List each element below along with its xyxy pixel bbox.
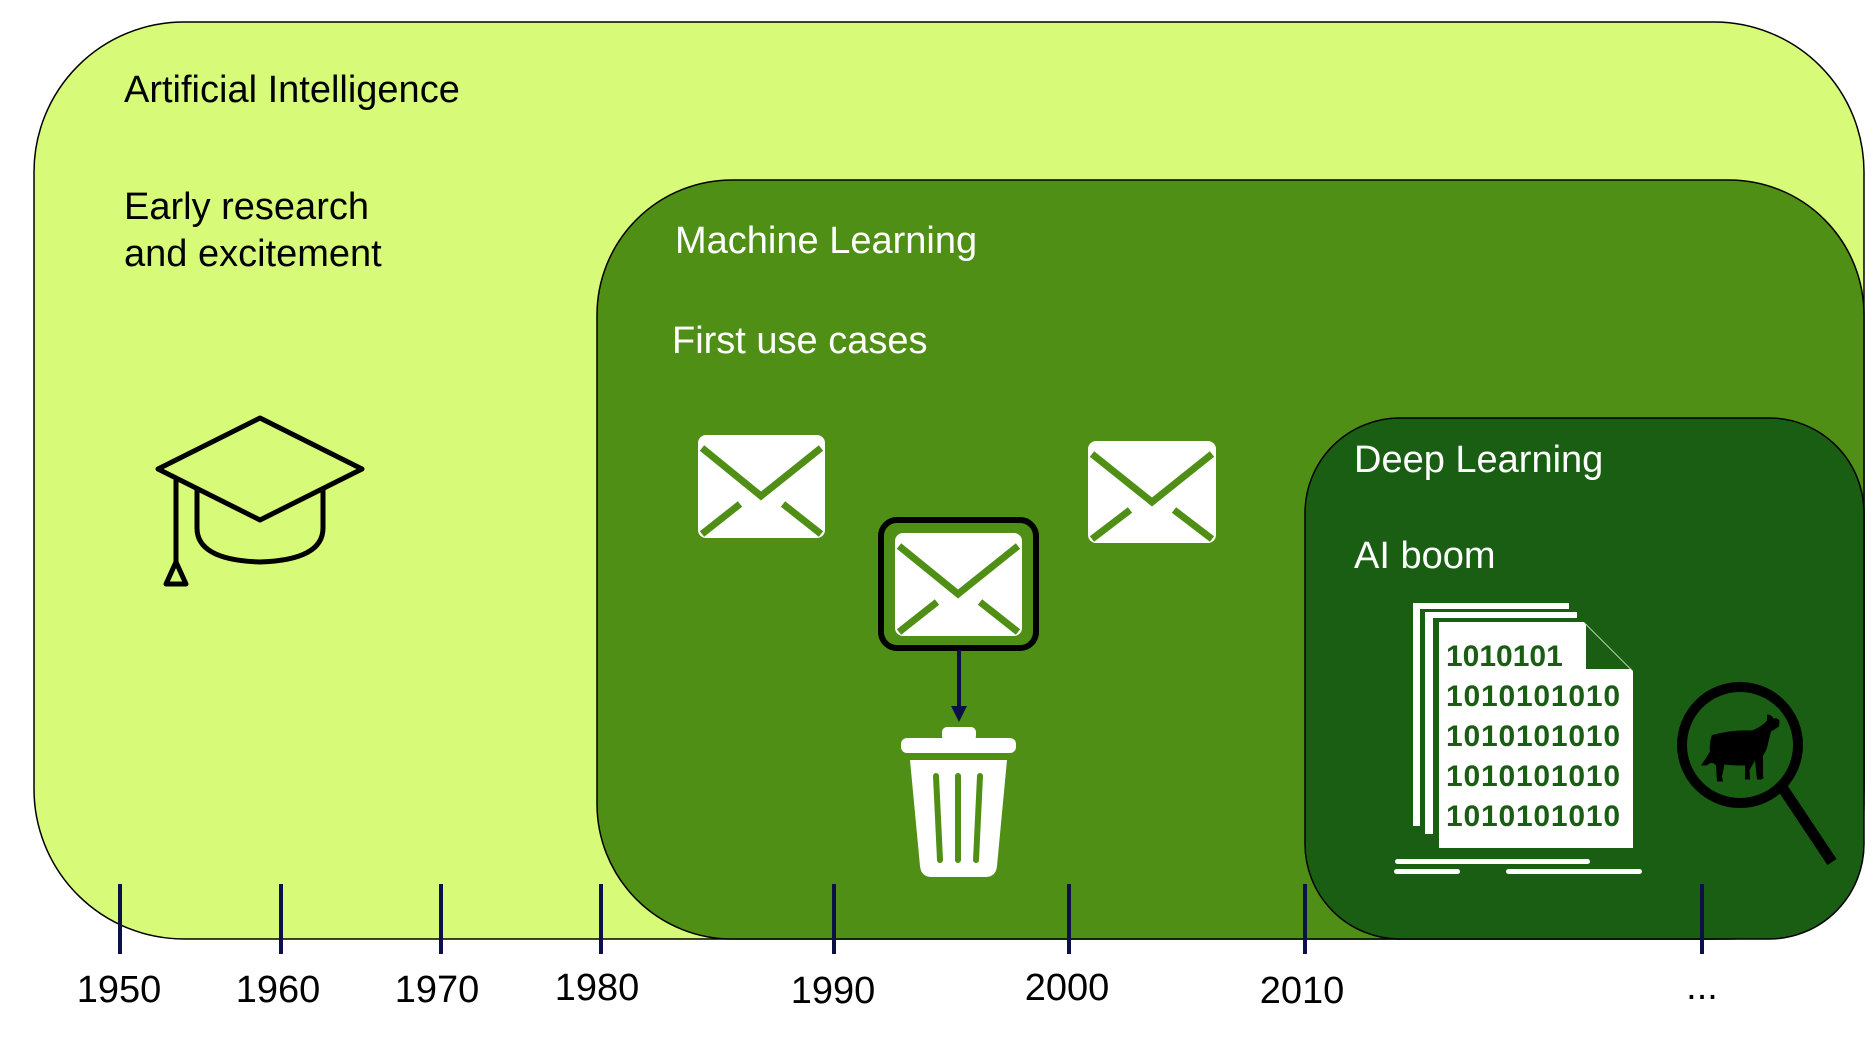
magnifier-icon bbox=[1677, 682, 1837, 866]
year-label: 2000 bbox=[1024, 967, 1110, 1009]
year-label: 1950 bbox=[76, 969, 162, 1011]
ai-title: Artificial Intelligence bbox=[124, 69, 460, 111]
year-label: 1960 bbox=[235, 969, 321, 1011]
ai-subtitle-1: Early research bbox=[124, 186, 369, 228]
trash-icon bbox=[901, 727, 1016, 877]
arrow-down-icon bbox=[951, 650, 967, 722]
binary-row: 1010101010 bbox=[1446, 800, 1621, 833]
binary-documents-icon bbox=[1394, 603, 1642, 874]
dl-title: Deep Learning bbox=[1354, 439, 1604, 481]
ml-title: Machine Learning bbox=[675, 220, 978, 262]
dl-subtitle: AI boom bbox=[1354, 535, 1496, 577]
year-label: ... bbox=[1686, 966, 1718, 1008]
envelope-icon bbox=[1088, 441, 1216, 543]
timeline bbox=[118, 884, 1704, 954]
ml-subtitle: First use cases bbox=[672, 320, 928, 362]
envelope-highlighted-icon bbox=[878, 517, 1039, 651]
year-label: 1990 bbox=[790, 970, 876, 1012]
ai-subtitle-2: and excitement bbox=[124, 233, 382, 275]
binary-row: 1010101010 bbox=[1446, 760, 1621, 793]
graduation-cap-icon bbox=[155, 415, 365, 587]
envelope-icon bbox=[698, 435, 825, 538]
binary-row: 1010101 bbox=[1446, 640, 1563, 673]
binary-row: 1010101010 bbox=[1446, 680, 1621, 713]
year-label: 2010 bbox=[1259, 970, 1345, 1012]
binary-row: 1010101010 bbox=[1446, 720, 1621, 753]
year-label: 1980 bbox=[554, 967, 640, 1009]
year-label: 1970 bbox=[394, 969, 480, 1011]
dog-icon bbox=[1701, 714, 1780, 782]
